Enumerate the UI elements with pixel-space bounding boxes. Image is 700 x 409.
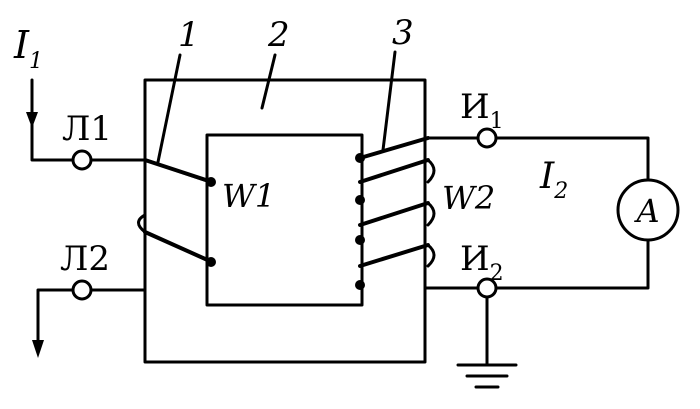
label-winding-w1: W1: [222, 177, 275, 215]
label-terminal-i2: И2: [460, 239, 504, 286]
w2-contact-4: [355, 280, 365, 290]
w2-wrap-2: [426, 201, 436, 227]
w2-turn-2: [358, 158, 430, 184]
label-terminal-l2: Л2: [60, 239, 110, 279]
w1-contact-bottom: [206, 257, 216, 267]
w2-turn-1: [358, 136, 430, 160]
terminal-l2: [71, 279, 93, 301]
transformer-core-window: [205, 133, 364, 307]
wire-i1-to-ammeter: [494, 136, 650, 182]
w2-wrap-1: [426, 158, 436, 184]
w1-contact-top: [206, 177, 216, 187]
ammeter-label: A: [633, 192, 659, 230]
w1-turn-top: [143, 158, 214, 184]
w2-turn-4: [358, 243, 430, 268]
callout-3-leader: [381, 50, 397, 152]
w2-wrap-3: [426, 243, 436, 268]
w2-turn-3: [358, 201, 430, 227]
label-terminal-i1: И1: [460, 87, 504, 134]
transformer-core-outer: [143, 78, 427, 364]
primary-current-arrow-head: [26, 112, 38, 128]
callout-2: 2: [267, 15, 290, 55]
label-terminal-l1: Л1: [62, 109, 112, 149]
w2-contact-3: [355, 235, 365, 245]
callout-1-leader: [156, 53, 182, 164]
wire-ammeter-to-i2: [494, 238, 650, 290]
terminal-l1: [71, 149, 93, 171]
label-current-primary: I1: [13, 23, 43, 74]
callout-2-leader: [260, 53, 277, 110]
callout-3: 3: [392, 13, 414, 53]
label-current-secondary: I2: [539, 156, 568, 204]
ground-icon: [456, 363, 518, 389]
w1-wrap-back: [137, 213, 147, 234]
w1-turn-bottom: [143, 230, 214, 264]
l2-arrow-head: [32, 340, 44, 358]
w2-contact-2: [355, 195, 365, 205]
wire-l2-left: [36, 288, 75, 347]
callout-1: 1: [178, 15, 200, 55]
label-winding-w2: W2: [442, 179, 495, 217]
